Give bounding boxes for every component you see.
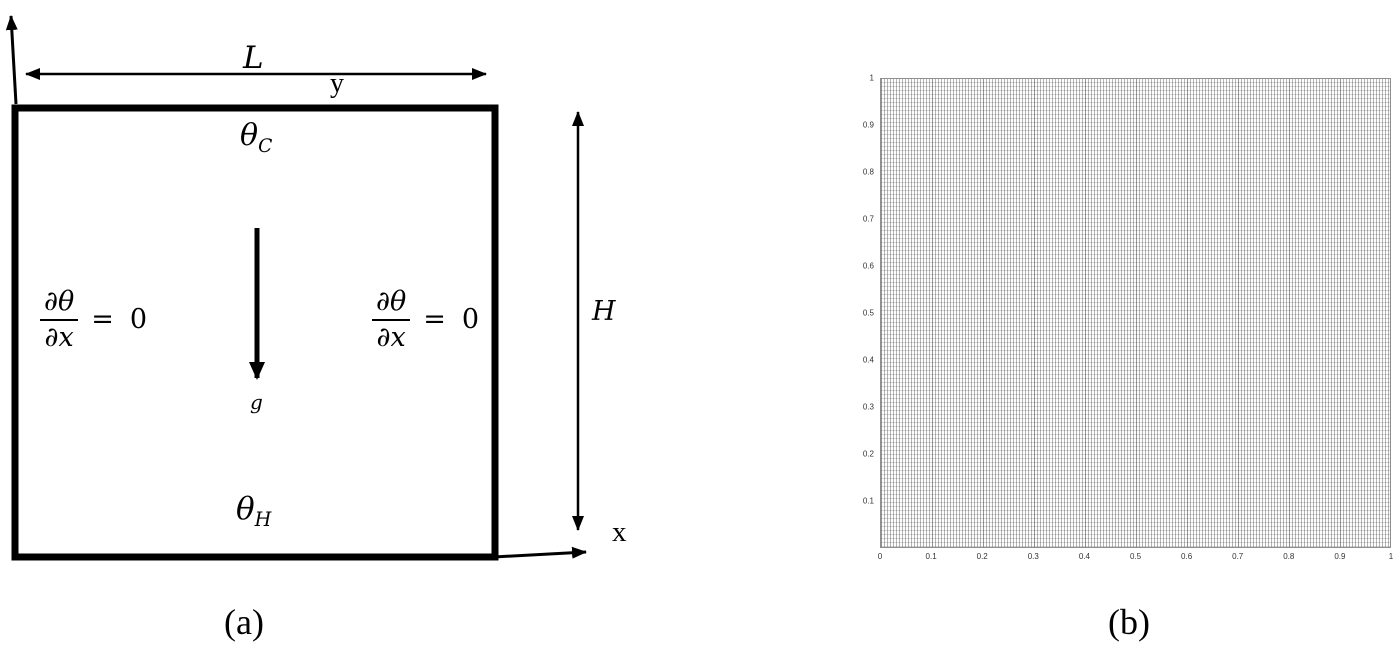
gravity-label: g	[250, 390, 263, 414]
x-tick-label: 0.3	[1027, 552, 1039, 561]
length-label: L	[243, 40, 264, 76]
left-bc-equals: =	[91, 304, 114, 336]
left-bc-fraction: ∂θ ∂x	[40, 286, 79, 354]
y-tick-label: 1	[869, 73, 874, 83]
x-tick-label: 0.8	[1283, 552, 1295, 561]
cavity-schematic-drawing	[5, 15, 587, 561]
x-tick-label: 0.6	[1181, 552, 1193, 561]
right-bc-numerator: ∂θ	[372, 286, 411, 321]
theta-symbol: θ	[236, 491, 255, 527]
cavity-box	[11, 104, 499, 561]
y-tick-label: 0.2	[862, 449, 874, 459]
y-axis-tick-labels: 1 0.9 0.8 0.7 0.6 0.5 0.4 0.3 0.2 0.1	[846, 74, 876, 548]
cold-wall-temperature-label: θC	[240, 118, 272, 157]
cold-subscript: C	[258, 136, 273, 157]
y-tick-label: 0.4	[862, 355, 874, 365]
x-tick-label: 0	[877, 552, 883, 561]
x-tick-label: 1	[1388, 552, 1394, 561]
y-tick-label: 0.3	[862, 402, 874, 412]
hot-wall-temperature-label: θH	[236, 491, 271, 531]
right-bc-denominator: ∂x	[376, 321, 406, 353]
y-tick-label: 0.1	[862, 496, 874, 506]
y-tick-label: 0.7	[862, 214, 874, 224]
right-bc-value: 0	[461, 304, 480, 336]
panel-a-caption: (a)	[224, 602, 264, 642]
left-bc-denominator: ∂x	[44, 321, 74, 353]
y-tick-label: 0.5	[862, 308, 874, 318]
x-tick-label: 0.4	[1078, 552, 1090, 561]
panel-b-caption: (b)	[1108, 602, 1150, 642]
y-axis-label: y	[330, 68, 344, 99]
right-boundary-condition: ∂θ ∂x = 0	[372, 286, 479, 354]
left-bc-value: 0	[129, 304, 148, 336]
x-tick-label: 0.2	[976, 552, 988, 561]
hot-subscript: H	[254, 508, 272, 532]
x-tick-label: 0.7	[1232, 552, 1244, 561]
x-tick-label: 0.9	[1334, 552, 1346, 561]
right-bc-fraction: ∂θ ∂x	[372, 286, 411, 354]
x-tick-label: 0.5	[1129, 552, 1142, 561]
y-tick-label: 0.8	[862, 167, 874, 177]
theta-symbol: θ	[240, 118, 259, 153]
x-tick-label: 0.1	[925, 552, 937, 561]
mesh-plot	[880, 78, 1391, 548]
y-tick-label: 0.9	[862, 120, 874, 130]
right-bc-equals: =	[423, 304, 446, 336]
left-bc-numerator: ∂θ	[40, 286, 79, 321]
y-axis-arrow	[5, 15, 18, 105]
x-axis-tick-labels: 0 0.1 0.2 0.3 0.4 0.5 0.6 0.7 0.8 0.9 1	[877, 552, 1394, 566]
height-label: H	[592, 296, 616, 327]
left-boundary-condition: ∂θ ∂x = 0	[40, 286, 147, 354]
y-tick-label: 0.6	[862, 261, 874, 271]
x-axis-label: x	[612, 516, 627, 548]
x-axis-arrow	[493, 546, 587, 559]
